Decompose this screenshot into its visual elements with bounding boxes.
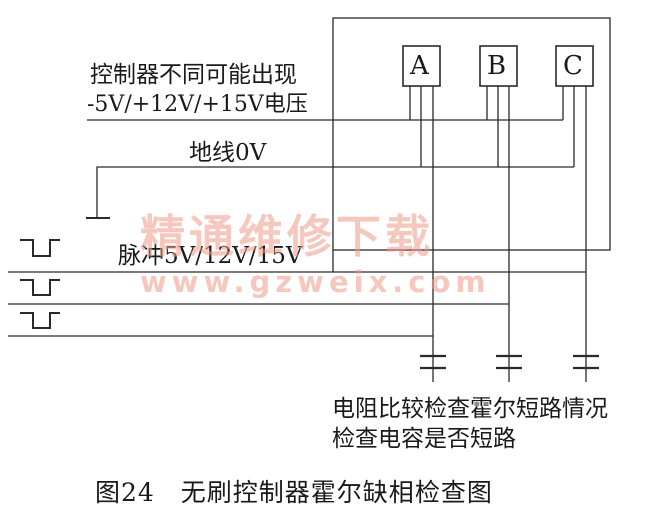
figure-caption: 图24 无刷控制器霍尔缺相检查图 [95,478,493,507]
controller-voltage-label-line2: -5V/+12V/+15V电压 [87,92,308,117]
controller-voltage-label-line1: 控制器不同可能出现 [90,62,297,88]
pulse-waveform-icon-2 [20,279,60,296]
capacitor-check-note: 检查电容是否短路 [332,426,516,452]
sensor-a-label: A [410,51,429,81]
pulse-label: 脉冲5V/12V/15V [118,243,303,269]
watermark-title: 精通维修下载 [140,210,435,263]
pulse-waveform-icon-1 [20,239,60,257]
ground-bus [96,166,574,218]
pulse-waveform-icon-3 [20,312,60,329]
controller-box [332,17,611,251]
resistance-check-note: 电阻比较检查霍尔短路情况 [332,396,608,422]
ground-label: 地线0V [189,140,267,166]
sensor-b-label: B [487,51,507,81]
watermark-url: www.gzweix.com [140,265,491,299]
sensor-c-label: C [563,51,583,81]
